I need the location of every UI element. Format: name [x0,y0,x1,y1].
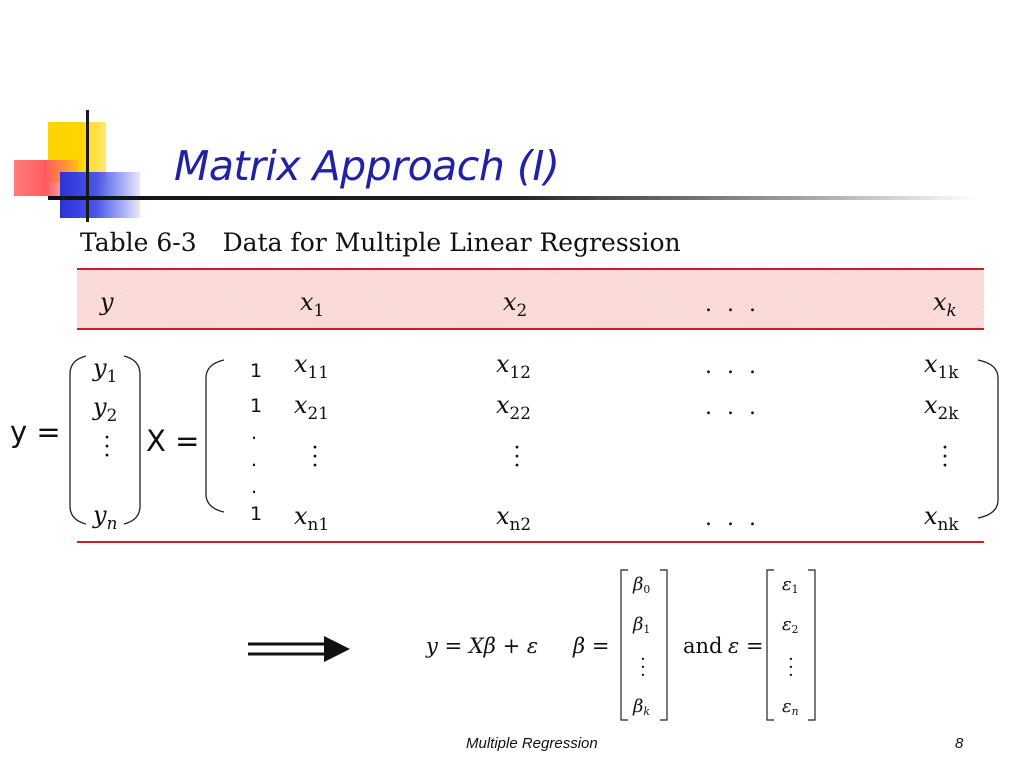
header-ellipsis: . . . [705,292,760,317]
header-x1: x1 [300,288,325,320]
beta-label: β = [573,634,610,658]
table-header-band [77,268,984,329]
and-text: and [683,634,723,658]
header-xk: xk [933,288,957,320]
xn2-entry: xn2 [496,502,532,534]
yn-entry: yn [93,501,118,533]
x-rown-one: 1 [250,503,263,525]
table-bottom-rule [77,541,984,543]
beta-vdots: ··· [640,649,646,686]
y-vector-brackets [69,355,141,525]
header-y: y [100,288,114,316]
eps-vdots: ··· [788,649,794,686]
decor-vertical-line [86,110,89,222]
y-vdots: ··· [103,426,111,469]
table-header-rule [77,328,984,330]
x-one-dot-3: . [251,476,258,498]
x12-entry: x12 [496,350,531,382]
y2-entry: y2 [93,393,118,425]
x-rown-ellipsis: . . . [705,506,760,531]
x22-entry: x22 [496,391,531,423]
x-colk-vdots: ··· [941,436,949,479]
table-caption-number: Table 6-3 [80,228,197,257]
xn1-entry: xn1 [294,502,330,534]
x-col1-vdots: ··· [311,436,319,479]
beta-1: β1 [633,614,651,637]
x-row1-one: 1 [250,360,263,382]
x-matrix-left-bracket [205,359,225,513]
x11-entry: x11 [294,350,329,382]
x-one-dot-1: . [251,422,258,444]
header-x2: x2 [503,288,528,320]
x-one-dot-2: . [251,449,258,471]
x-row2-one: 1 [250,395,263,417]
y-vector-label: y = [10,415,61,449]
footer-title: Multiple Regression [466,735,598,752]
x-matrix-label: X = [146,424,200,458]
implies-arrow-icon [248,636,350,662]
x-col2-vdots: ··· [513,436,521,479]
beta-0: β0 [633,574,651,597]
table-caption: Table 6-3 Data for Multiple Linear Regres… [80,228,681,257]
slide-title: Matrix Approach (I) [174,142,560,190]
eps-vector-brackets [766,569,816,721]
eps-n: εn [782,696,799,719]
eps-1: ε1 [782,574,799,597]
x-matrix-right-bracket [977,359,999,519]
beta-k: βk [633,696,650,719]
table-top-rule [77,268,984,270]
x-row2-ellipsis: . . . [705,395,760,420]
xnk-entry: xnk [924,502,959,534]
eps-2: ε2 [782,614,799,637]
x21-entry: x21 [294,391,329,423]
x1k-entry: x1k [924,350,959,382]
table-caption-text: Data for Multiple Linear Regression [222,228,681,257]
eps-label: ε = [728,634,764,658]
decor-blue-square [60,172,140,218]
beta-vector-brackets [620,569,668,721]
y1-entry: y1 [93,354,118,386]
model-equation: y = Xβ + ε [426,634,539,658]
title-underline [48,196,978,200]
page-number: 8 [955,735,964,752]
x2k-entry: x2k [924,391,959,423]
x-row1-ellipsis: . . . [705,354,760,379]
